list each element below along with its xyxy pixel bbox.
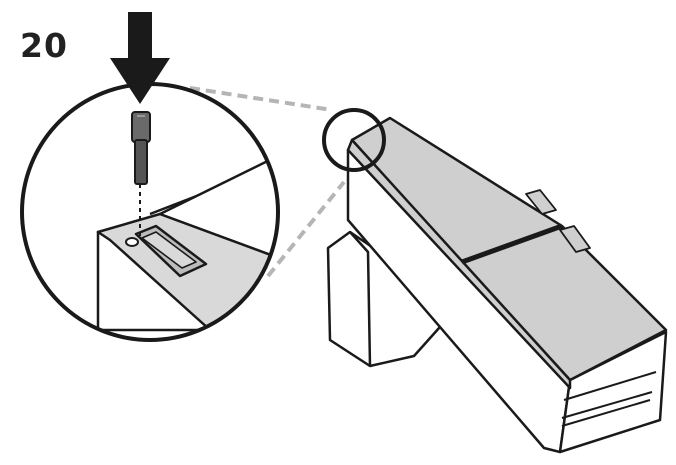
down-arrow-icon	[110, 12, 170, 104]
lid-edge	[346, 138, 572, 390]
hinge-top	[525, 189, 557, 215]
highlight-circle	[322, 108, 386, 172]
callout-line-top	[189, 86, 333, 112]
zoom-detail	[20, 82, 280, 342]
callout-lines	[189, 86, 346, 278]
zoom-side	[158, 148, 278, 264]
side-panel-edge	[349, 231, 372, 367]
hinges	[525, 189, 591, 253]
cabinet-assembly	[326, 116, 668, 454]
lid-divider	[461, 223, 563, 265]
end-slots	[561, 371, 657, 427]
screw-pin-icon	[131, 111, 151, 185]
hinge-bottom	[559, 225, 591, 253]
step-number: 20	[20, 26, 68, 65]
zoom-hole	[125, 237, 139, 247]
callout-line-bottom	[266, 180, 346, 278]
